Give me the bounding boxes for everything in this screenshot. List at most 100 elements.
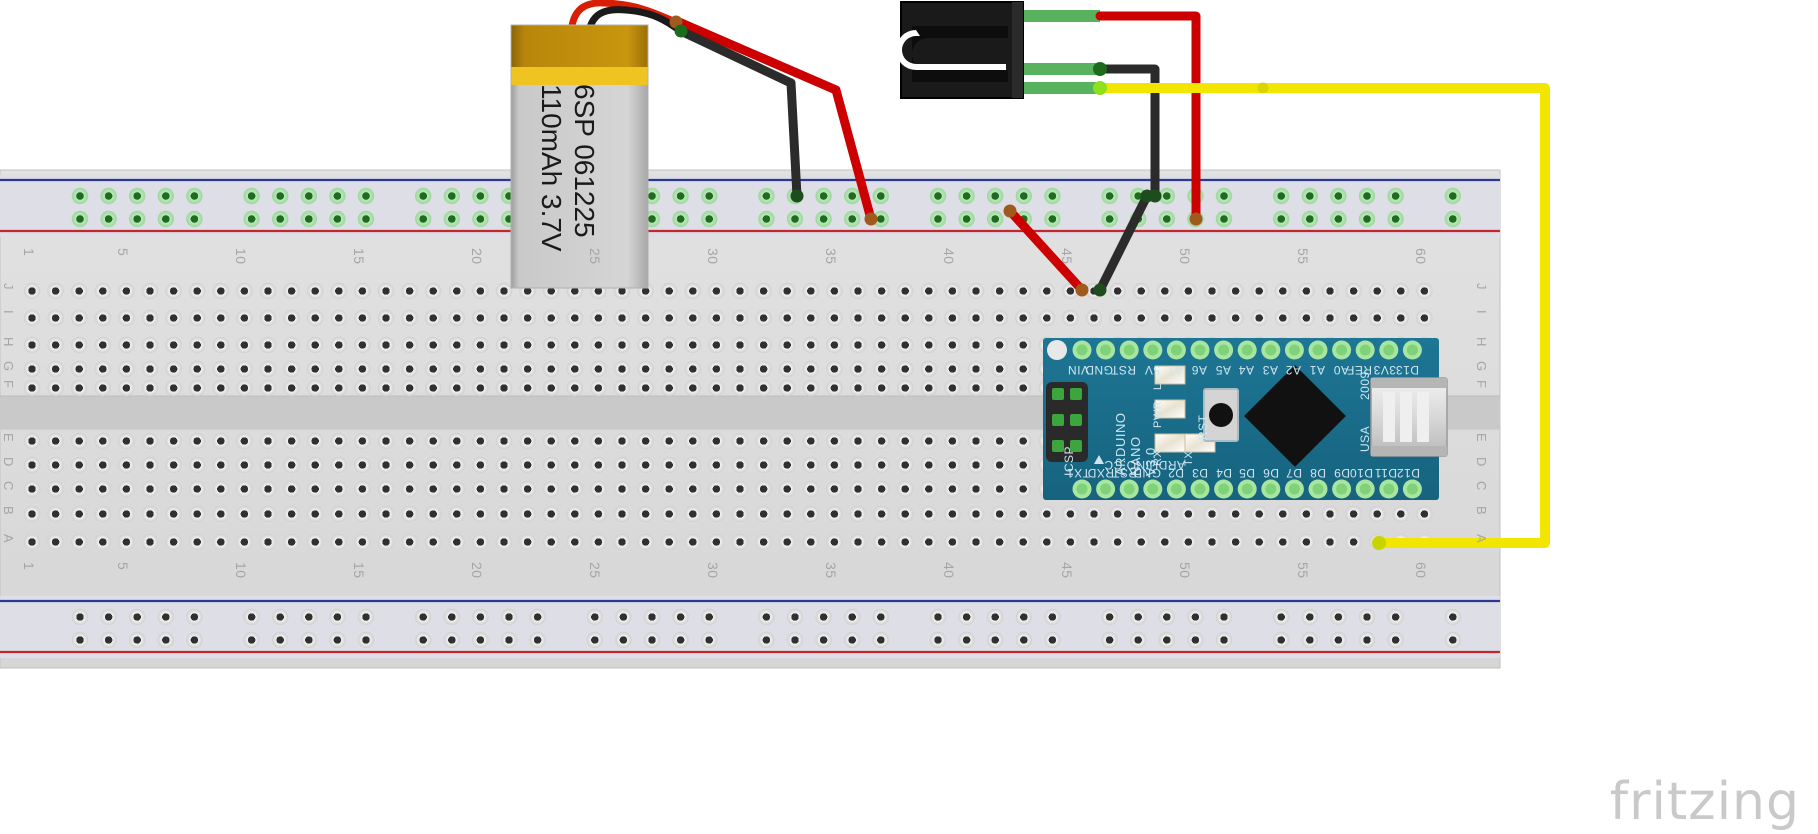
nano-header-pad[interactable] (1072, 479, 1092, 499)
breadboard-hole[interactable] (1215, 187, 1233, 205)
breadboard-hole[interactable] (1109, 505, 1126, 523)
breadboard-hole[interactable] (377, 533, 395, 551)
breadboard-hole[interactable] (590, 309, 607, 327)
breadboard-hole[interactable] (283, 456, 300, 474)
breadboard-hole[interactable] (755, 379, 772, 397)
breadboard-hole[interactable] (330, 480, 347, 498)
breadboard-hole[interactable] (354, 505, 371, 523)
breadboard-hole[interactable] (495, 480, 513, 498)
breadboard-hole[interactable] (920, 360, 937, 378)
breadboard-hole[interactable] (920, 505, 937, 523)
nano-header-pad[interactable] (1072, 340, 1092, 360)
breadboard-hole[interactable] (1444, 187, 1462, 205)
breadboard-hole[interactable] (872, 187, 889, 205)
breadboard-hole[interactable] (779, 282, 796, 300)
breadboard-hole[interactable] (1101, 608, 1118, 626)
breadboard-hole[interactable] (330, 282, 347, 300)
breadboard-hole[interactable] (590, 336, 607, 354)
breadboard-hole[interactable] (967, 282, 985, 300)
breadboard-hole[interactable] (779, 309, 796, 327)
breadboard-hole[interactable] (354, 309, 371, 327)
breadboard-hole[interactable] (212, 336, 229, 354)
breadboard-hole[interactable] (849, 379, 867, 397)
breadboard-hole[interactable] (873, 360, 890, 378)
breadboard-hole[interactable] (94, 480, 112, 498)
breadboard-hole[interactable] (802, 379, 819, 397)
breadboard-hole[interactable] (826, 309, 843, 327)
breadboard-hole[interactable] (543, 533, 560, 551)
breadboard-hole[interactable] (236, 505, 253, 523)
breadboard-hole[interactable] (1015, 432, 1032, 450)
breadboard-hole[interactable] (401, 432, 418, 450)
breadboard-hole[interactable] (873, 456, 890, 474)
breadboard-hole[interactable] (661, 309, 678, 327)
nano-header-pad[interactable] (1096, 340, 1116, 360)
breadboard-hole[interactable] (897, 480, 914, 498)
breadboard-hole[interactable] (1330, 210, 1347, 228)
breadboard-hole[interactable] (758, 608, 775, 626)
breadboard-hole[interactable] (189, 309, 206, 327)
breadboard-hole[interactable] (472, 379, 489, 397)
breadboard-hole[interactable] (590, 379, 607, 397)
breadboard-hole[interactable] (873, 309, 890, 327)
breadboard-hole[interactable] (967, 309, 985, 327)
breadboard-hole[interactable] (1130, 608, 1147, 626)
breadboard-hole[interactable] (329, 631, 346, 649)
breadboard-hole[interactable] (186, 210, 203, 228)
breadboard-hole[interactable] (307, 360, 324, 378)
breadboard-hole[interactable] (448, 282, 465, 300)
breadboard-hole[interactable] (1085, 505, 1103, 523)
breadboard-hole[interactable] (944, 456, 961, 474)
breadboard-hole[interactable] (243, 631, 260, 649)
breadboard-hole[interactable] (920, 282, 937, 300)
breadboard-hole[interactable] (165, 379, 182, 397)
breadboard-hole[interactable] (826, 456, 843, 474)
breadboard-hole[interactable] (661, 456, 678, 474)
breadboard-hole[interactable] (212, 533, 229, 551)
breadboard-hole[interactable] (779, 379, 796, 397)
breadboard-hole[interactable] (1062, 533, 1079, 551)
breadboard-hole[interactable] (758, 187, 775, 205)
breadboard-hole[interactable] (100, 608, 117, 626)
breadboard-hole[interactable] (519, 379, 536, 397)
breadboard-hole[interactable] (71, 282, 88, 300)
nano-header-pad[interactable] (1261, 340, 1281, 360)
breadboard-hole[interactable] (1203, 309, 1221, 327)
breadboard-hole[interactable] (300, 608, 317, 626)
breadboard-hole[interactable] (1015, 379, 1032, 397)
breadboard-hole[interactable] (731, 480, 749, 498)
breadboard-hole[interactable] (566, 480, 583, 498)
breadboard-hole[interactable] (300, 631, 317, 649)
breadboard-hole[interactable] (826, 505, 843, 523)
breadboard-hole[interactable] (425, 309, 442, 327)
nano-header-pad[interactable] (1308, 479, 1328, 499)
breadboard-hole[interactable] (472, 336, 489, 354)
breadboard-hole[interactable] (958, 631, 975, 649)
breadboard-hole[interactable] (377, 480, 395, 498)
breadboard-hole[interactable] (236, 533, 253, 551)
breadboard-hole[interactable] (23, 432, 41, 450)
breadboard-hole[interactable] (186, 187, 203, 205)
breadboard-hole[interactable] (189, 336, 206, 354)
breadboard-hole[interactable] (731, 432, 749, 450)
breadboard-hole[interactable] (1085, 309, 1103, 327)
breadboard-hole[interactable] (967, 360, 985, 378)
breadboard-hole[interactable] (519, 432, 536, 450)
breadboard-hole[interactable] (991, 533, 1008, 551)
breadboard-hole[interactable] (23, 309, 41, 327)
breadboard-hole[interactable] (590, 456, 607, 474)
breadboard-hole[interactable] (613, 360, 631, 378)
breadboard-hole[interactable] (300, 210, 317, 228)
breadboard-hole[interactable] (94, 505, 112, 523)
breadboard-hole[interactable] (684, 282, 701, 300)
breadboard-hole[interactable] (401, 360, 418, 378)
breadboard-hole[interactable] (684, 336, 701, 354)
breadboard-hole[interactable] (755, 360, 772, 378)
nano-header-pad[interactable] (1119, 479, 1139, 499)
breadboard-hole[interactable] (873, 336, 890, 354)
breadboard-hole[interactable] (1203, 505, 1221, 523)
breadboard-hole[interactable] (495, 360, 513, 378)
breadboard-hole[interactable] (920, 336, 937, 354)
breadboard-hole[interactable] (920, 456, 937, 474)
breadboard-hole[interactable] (873, 480, 890, 498)
